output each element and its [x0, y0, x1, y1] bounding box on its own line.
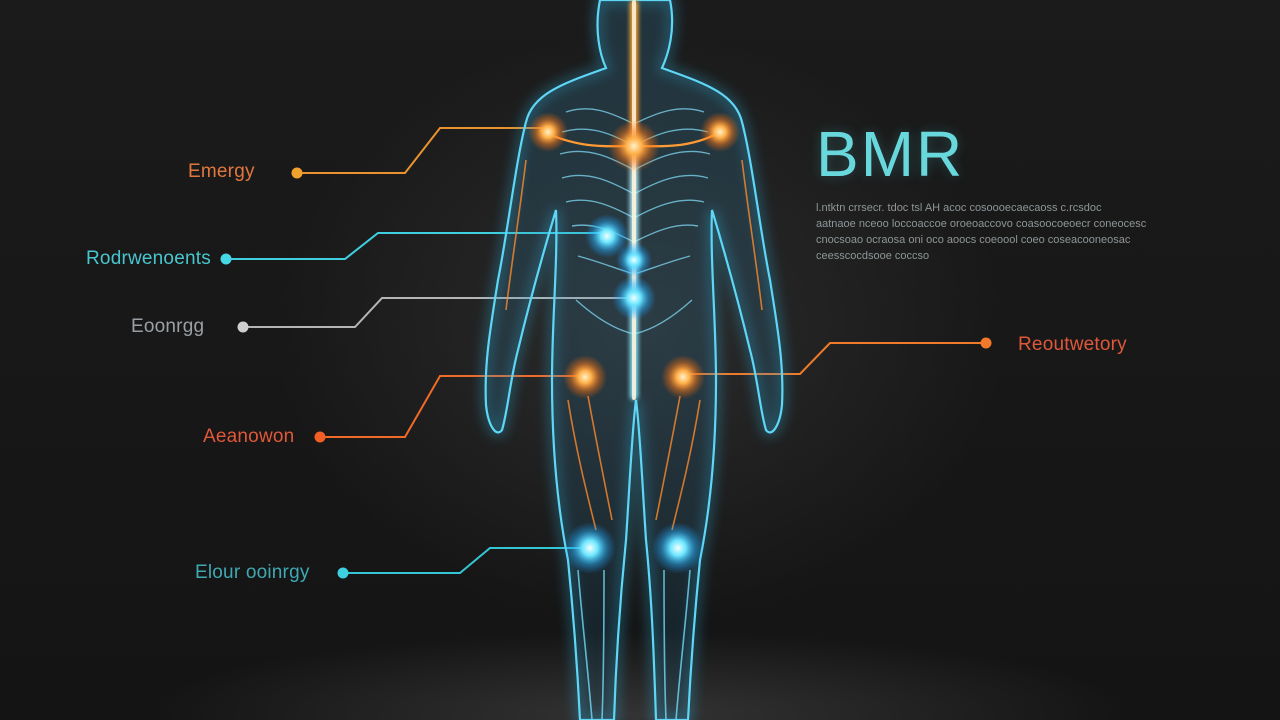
glow-knee-right — [652, 522, 704, 574]
dot-energy — [291, 167, 303, 179]
connector-nourishment — [226, 232, 605, 260]
connector-activity — [320, 375, 585, 438]
glow-shoulder-right — [700, 112, 740, 152]
glow-knee-left — [564, 522, 616, 574]
label-activity: Aeanowon — [203, 426, 295, 447]
label-storage: Eoonrgg — [131, 316, 205, 337]
label-nourishment: Rodrwenoents — [86, 248, 211, 269]
leg-muscles — [505, 159, 763, 720]
glow-nodes — [528, 112, 740, 574]
glow-abdomen — [616, 242, 652, 278]
bmr-description: l.ntktn crrsecr. tdoc tsl AH acoc cosooo… — [816, 200, 1147, 264]
description-line: cnocsoao ocraosa oni oco aoocs coeoool c… — [816, 234, 1131, 246]
description-line: l.ntktn crrsecr. tdoc tsl AH acoc cosooo… — [816, 202, 1102, 214]
description-line: aatnaoe nceoo loccoaccoe oroeoaccovo coa… — [816, 218, 1147, 230]
connector-respiratory — [685, 342, 986, 375]
dot-storage — [237, 321, 249, 333]
glow-stomach — [585, 214, 629, 258]
label-recovery: Elour ooinrgy — [195, 562, 310, 583]
body-silhouette — [481, 0, 787, 720]
label-energy: Emergy — [188, 161, 255, 182]
glow-shoulder-left — [528, 112, 568, 152]
description-line: ceesscocdsooe coccso — [816, 250, 930, 262]
glow-chest-center — [608, 120, 660, 172]
spine-core — [632, 0, 636, 400]
bmr-title: BMR — [816, 118, 965, 190]
glow-hip-right — [661, 355, 705, 399]
connector-dots — [220, 167, 992, 579]
dot-nourishment — [220, 253, 232, 265]
connector-lines — [226, 127, 986, 574]
dot-respiratory — [980, 337, 992, 349]
connector-energy — [297, 127, 548, 174]
glow-navel — [612, 276, 656, 320]
connector-recovery — [343, 547, 590, 574]
dot-recovery — [337, 567, 349, 579]
dot-activity — [314, 431, 326, 443]
glow-hip-left — [563, 355, 607, 399]
label-respiratory: Reoutwetory — [1018, 334, 1127, 355]
